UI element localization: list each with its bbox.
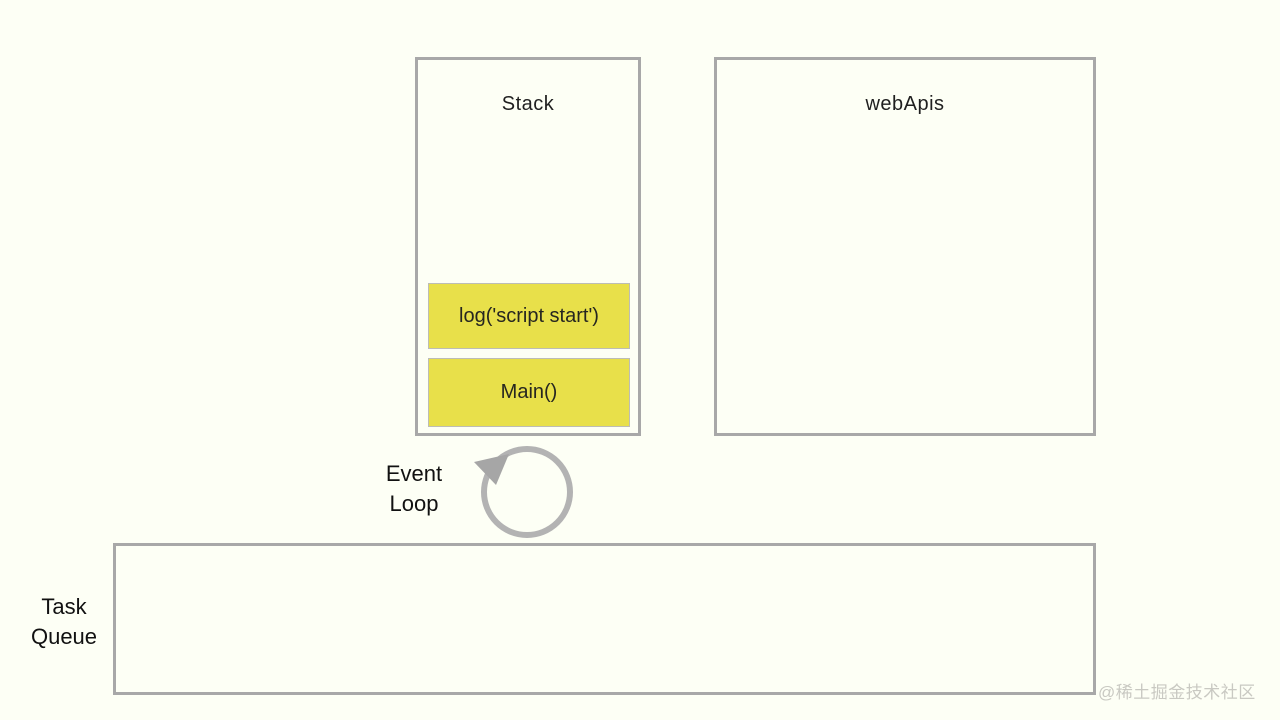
event-loop-label-line2: Loop <box>389 491 439 516</box>
event-loop-circle <box>481 446 573 538</box>
event-loop-label-line1: Event <box>385 461 443 486</box>
webapis-title: webApis <box>865 93 945 115</box>
webapis-box: webApis <box>714 57 1096 436</box>
watermark: @稀土掘金技术社区 <box>1098 683 1256 702</box>
event-loop-cycle-icon <box>474 446 573 538</box>
event-loop-arrowhead <box>474 454 509 485</box>
event-loop-label: Event Loop <box>381 459 447 519</box>
task-queue-label: Task Queue <box>13 592 115 652</box>
stack-frame-log-script-start: log('script start') <box>428 283 630 349</box>
task-queue-label-line2: Queue <box>30 624 98 649</box>
stack-box: Stack log('script start') Main() <box>415 57 641 436</box>
task-queue-label-line1: Task <box>41 594 87 619</box>
task-queue-box <box>113 543 1096 695</box>
stack-frame-main: Main() <box>428 358 630 427</box>
stack-title: Stack <box>501 93 555 115</box>
